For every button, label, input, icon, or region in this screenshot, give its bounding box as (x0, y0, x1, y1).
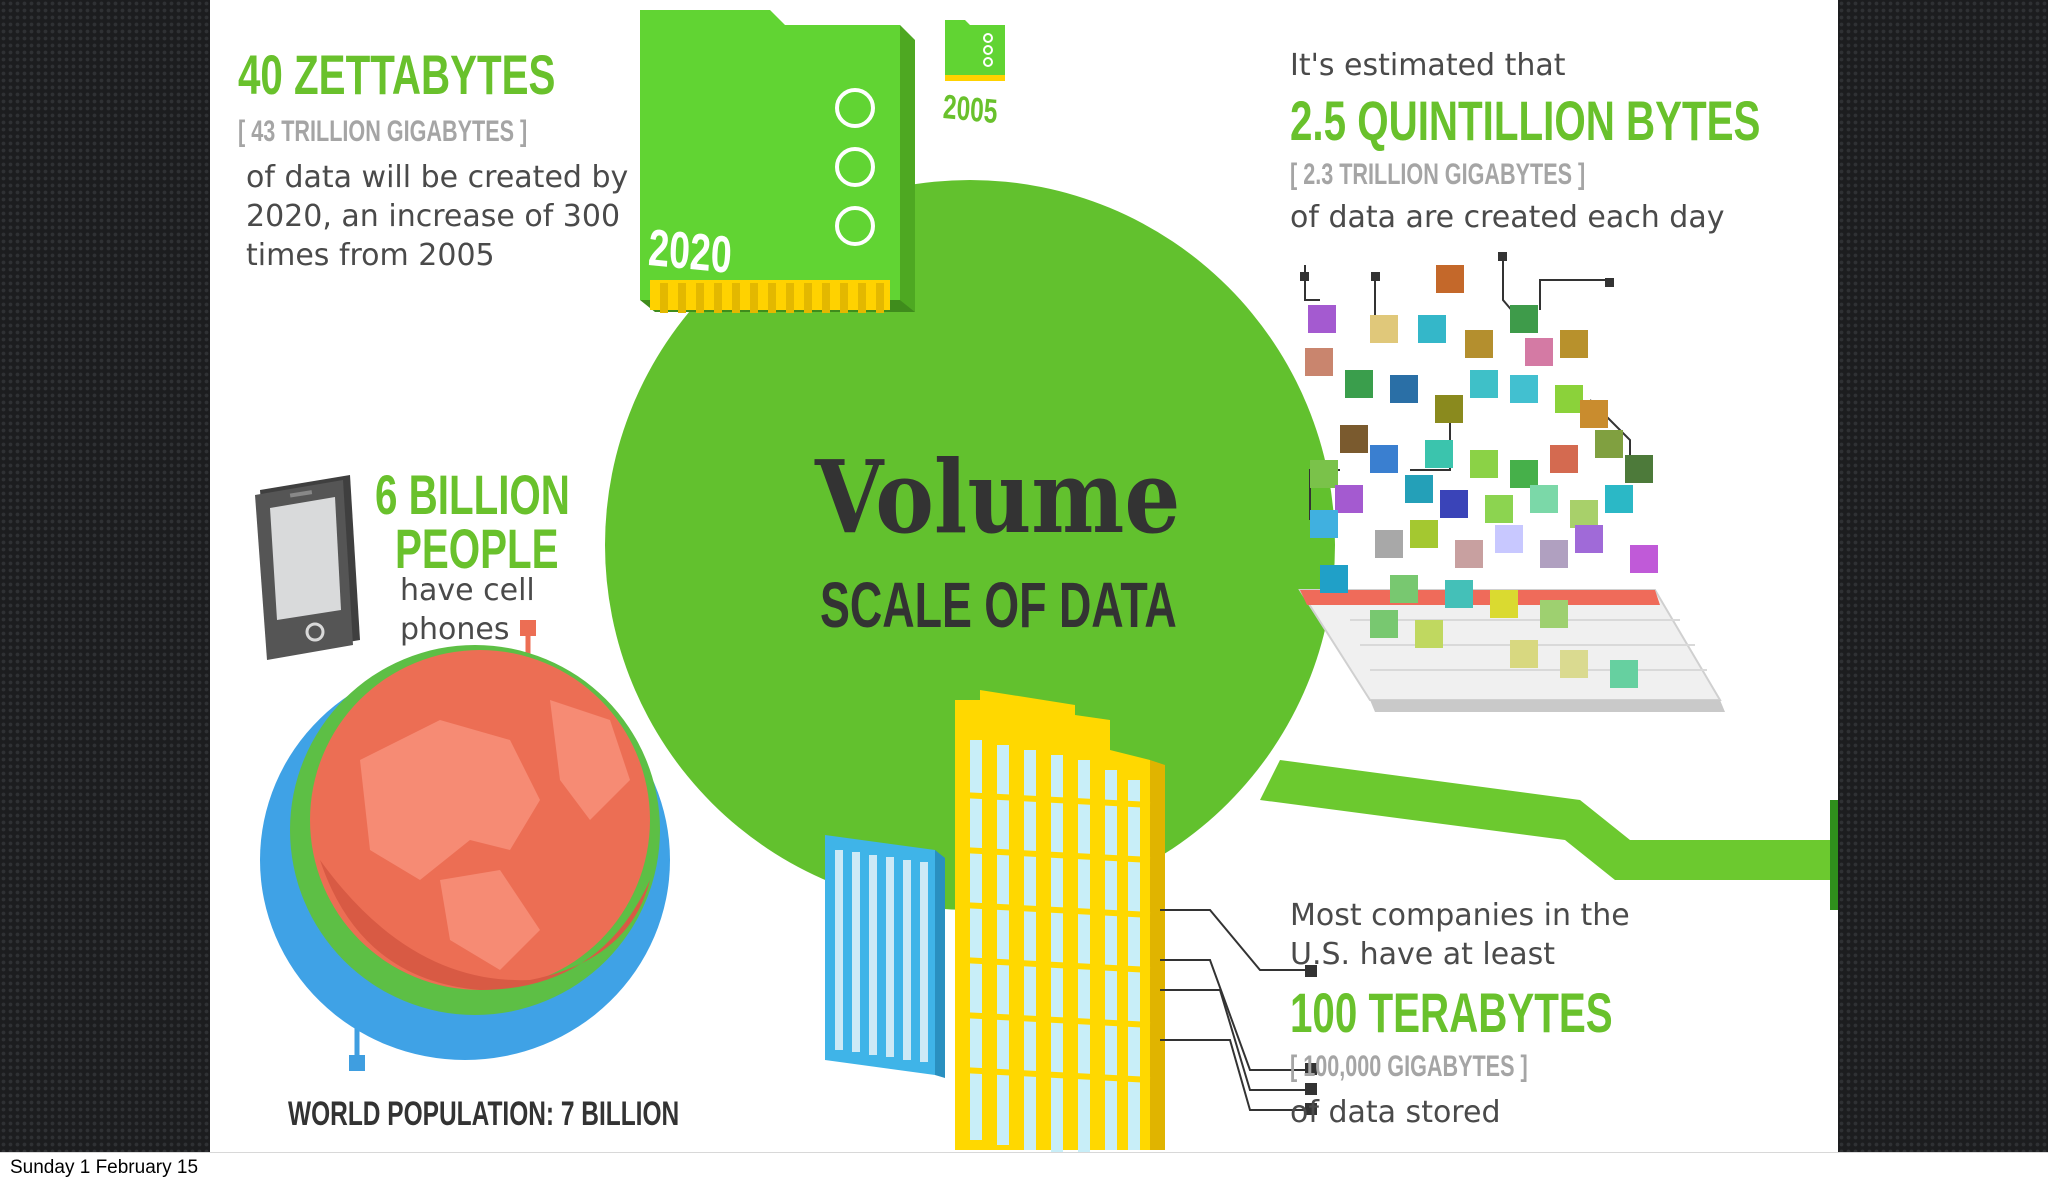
phone-icon (255, 475, 360, 660)
quintillion-intro: It's estimated that (1290, 48, 1566, 83)
card-year-2005: 2005 (942, 88, 999, 132)
terabytes-sub: [ 100,000 GIGABYTES ] (1290, 1050, 1528, 1083)
infographic-artwork (255, 10, 1838, 1152)
zettabytes-line-3: times from 2005 (246, 238, 495, 273)
zettabytes-headline: 40 ZETTABYTES (238, 43, 556, 106)
phones-line-1: have cell (400, 573, 535, 608)
zettabytes-sub: [ 43 TRILLION GIGABYTES ] (238, 115, 528, 148)
world-population-label: WORLD POPULATION: 7 BILLION (288, 1095, 680, 1133)
terabytes-headline: 100 TERABYTES (1290, 981, 1613, 1044)
zettabytes-line-2: 2020, an increase of 300 (246, 199, 621, 234)
footer-bar: Sunday 1 February 15 (0, 1152, 2048, 1185)
quintillion-line: of data are created each day (1290, 200, 1725, 235)
zettabytes-line-1: of data will be created by (246, 160, 629, 195)
right-background-panel (1838, 0, 2048, 1152)
terabytes-line-1: Most companies in the (1290, 898, 1630, 933)
globe-icon (260, 620, 670, 1071)
phones-headline-1: 6 BILLION (375, 463, 570, 526)
infographic-slide: 40 ZETTABYTES [ 43 TRILLION GIGABYTES ] … (210, 0, 1838, 1152)
terabytes-line-2: U.S. have at least (1290, 937, 1556, 972)
server-grid-icon (1298, 252, 1725, 712)
phones-line-2: phones (400, 612, 510, 647)
quintillion-headline: 2.5 QUINTILLION BYTES (1290, 89, 1761, 152)
terabytes-line: of data stored (1290, 1095, 1501, 1130)
volume-circle (605, 180, 1335, 910)
left-background-panel (0, 0, 210, 1152)
footer-date: Sunday 1 February 15 (10, 1157, 199, 1178)
card-year-2020: 2020 (647, 218, 734, 285)
quintillion-sub: [ 2.3 TRILLION GIGABYTES ] (1290, 158, 1586, 191)
center-title: Volume (815, 438, 1181, 556)
memory-card-icon (640, 10, 915, 313)
small-memory-card-icon (945, 20, 1005, 81)
buildings-icon (825, 690, 1317, 1152)
center-subtitle: SCALE OF DATA (820, 569, 1177, 641)
connector-line (1260, 760, 1838, 880)
phones-headline-2: PEOPLE (395, 517, 559, 580)
